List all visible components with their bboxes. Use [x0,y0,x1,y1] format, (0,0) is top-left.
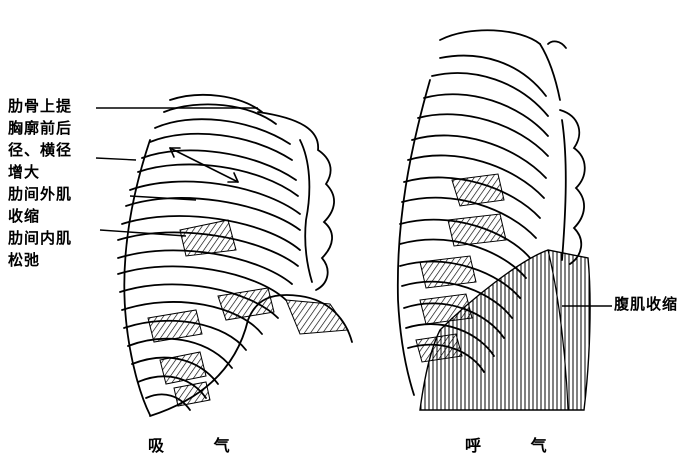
inhale-spine-inner [300,140,312,282]
label-thorax-ap: 胸廓前后 [8,118,72,139]
inhale-leader-lines [96,108,258,236]
caption-exhale: 呼 气 [465,432,569,456]
label-relax: 松弛 [8,250,40,271]
inhale-sternum [124,140,150,415]
inhale-spine [258,112,334,290]
label-diameter-transverse: 径、横径 [8,140,72,161]
label-contract: 收缩 [8,206,40,227]
label-external-intercostal: 肋间外肌 [8,184,72,205]
label-internal-intercostal: 肋间内肌 [8,228,72,249]
inhale-rib-cage-illustration [118,95,352,416]
exhale-rib-cage-illustration [398,30,590,410]
caption-inhale: 吸 气 [148,432,252,456]
label-abdominal-contraction: 腹肌收缩 [614,294,678,315]
label-rib-raise: 肋骨上提 [8,96,72,117]
label-increase: 增大 [8,162,40,183]
leader-thorax-enlarge [96,158,136,160]
